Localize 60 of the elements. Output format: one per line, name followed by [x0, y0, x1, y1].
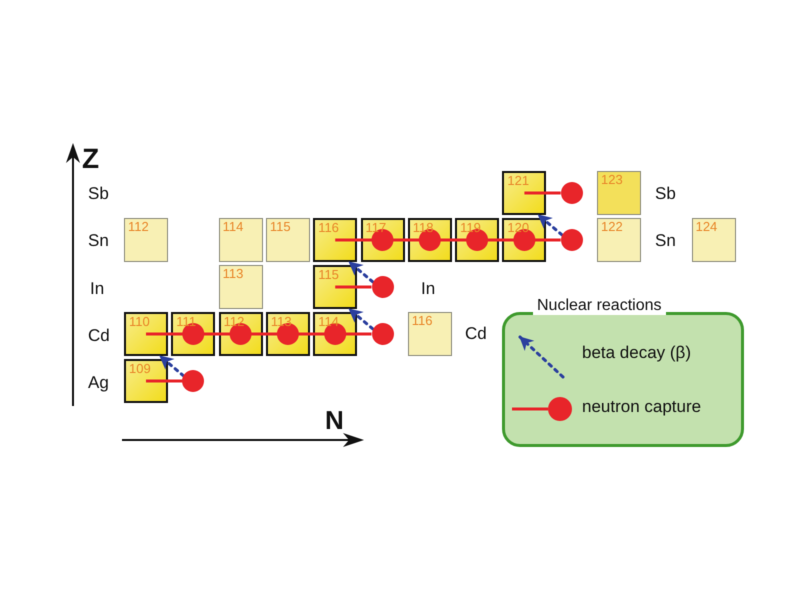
element-symbol: Ag — [88, 373, 109, 393]
nuclide-box — [266, 218, 310, 262]
mass-number: 111 — [176, 315, 196, 329]
mass-number: 123 — [601, 173, 623, 187]
connector-line — [146, 380, 182, 382]
dot-marker — [372, 276, 394, 298]
element-symbol: Sb — [655, 184, 676, 204]
dot-marker — [560, 229, 583, 251]
mass-number: 119 — [460, 221, 481, 235]
mass-number: 113 — [222, 267, 244, 281]
element-symbol: In — [90, 279, 104, 299]
axis-label: Z — [82, 143, 100, 175]
mass-number: 113 — [270, 315, 292, 329]
mass-number: 116 — [318, 221, 339, 235]
nuclide-box — [502, 171, 546, 215]
dot-marker — [372, 323, 394, 345]
nuclide-box — [408, 312, 452, 356]
dotted-arrow — [348, 260, 374, 284]
mass-number: 118 — [412, 221, 434, 235]
mass-number: 117 — [366, 221, 386, 235]
legend-title: Nuclear reactions — [533, 297, 666, 315]
element-symbol: Cd — [465, 324, 487, 344]
nuclide-box — [218, 218, 263, 262]
mass-number: 115 — [318, 268, 339, 282]
nuclide-box — [313, 218, 358, 262]
dotted-arrow — [536, 214, 564, 236]
mass-number: 112 — [128, 220, 149, 234]
mass-number: 120 — [507, 221, 530, 235]
nuclide-box — [692, 218, 736, 262]
mass-number: 114 — [318, 315, 339, 329]
mass-number: 122 — [601, 220, 623, 234]
legend-text: beta decay (β) — [582, 343, 691, 363]
element-symbol: Cd — [88, 326, 110, 346]
nuclide-box — [597, 171, 641, 215]
dotted-arrow — [158, 354, 186, 378]
nuclide-box — [218, 265, 263, 309]
mass-number: 110 — [129, 315, 150, 329]
connector-line — [524, 192, 561, 194]
element-symbol: Sb — [88, 184, 109, 204]
dotted-arrow — [348, 308, 374, 330]
element-symbol: Sn — [88, 231, 109, 251]
legend-text: neutron capture — [582, 397, 702, 417]
mass-number: 116 — [412, 314, 433, 328]
nuclide-box — [597, 218, 641, 262]
mass-number: 109 — [129, 362, 151, 376]
mass-number: 121 — [507, 174, 530, 188]
mass-number: 115 — [270, 220, 291, 234]
nuclide-box — [124, 359, 168, 403]
axis-label: N — [325, 405, 344, 436]
nuclide-box — [124, 218, 168, 262]
nuclide-box — [313, 265, 358, 309]
dot-marker — [182, 370, 204, 392]
mass-number: 124 — [696, 220, 718, 234]
element-symbol: In — [421, 279, 436, 299]
nuclide-box — [124, 312, 168, 356]
element-symbol: Sn — [655, 231, 676, 251]
connector-line — [335, 286, 372, 288]
mass-number: 112 — [224, 315, 244, 329]
mass-number: 114 — [222, 220, 244, 234]
dot-marker — [560, 182, 583, 204]
